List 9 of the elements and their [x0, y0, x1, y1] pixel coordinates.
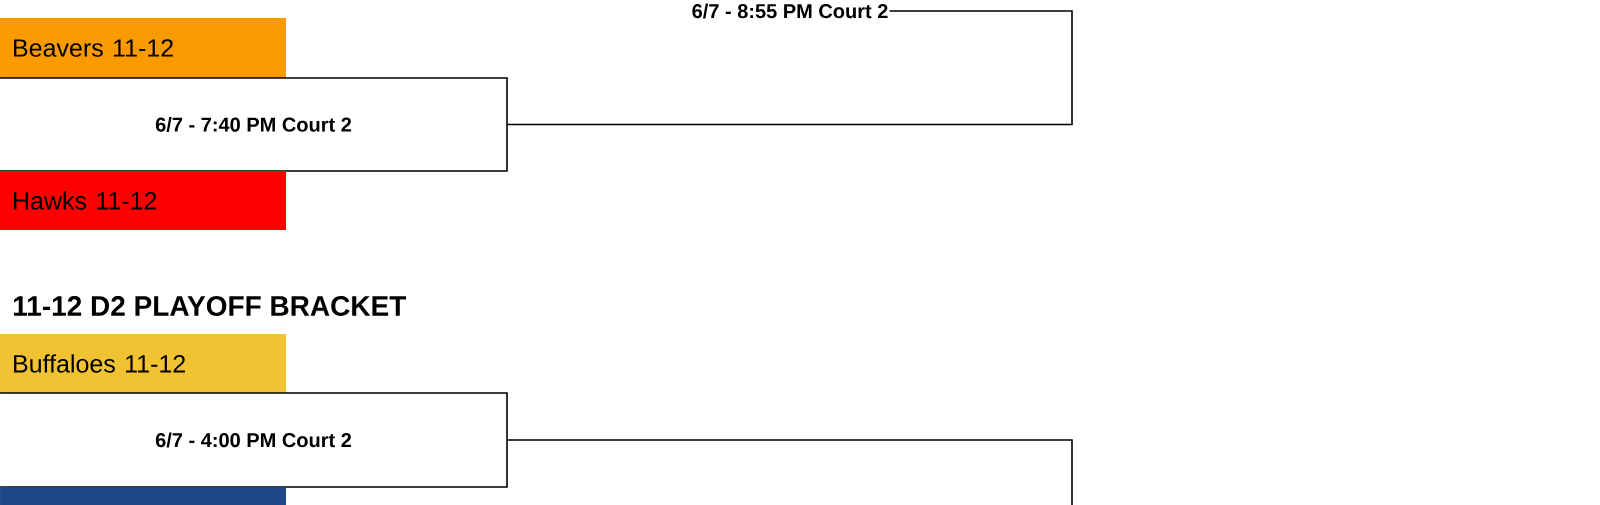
match-label: 6/7 - 8:55 PM Court 2	[692, 3, 888, 19]
team-label: Hawks 11-12	[0, 171, 286, 230]
bracket-line	[506, 10, 1073, 126]
match-box: 6/7 - 7:40 PM Court 2	[0, 77, 508, 172]
bracket-line	[506, 439, 1073, 505]
bracket-title: 11-12 D2 PLAYOFF BRACKET	[14, 296, 407, 316]
team-label: Beavers 11-12	[0, 18, 286, 78]
match-box: 6/7 - 4:00 PM Court 2	[0, 392, 508, 488]
team-label: Buffaloes 11-12	[0, 334, 286, 393]
